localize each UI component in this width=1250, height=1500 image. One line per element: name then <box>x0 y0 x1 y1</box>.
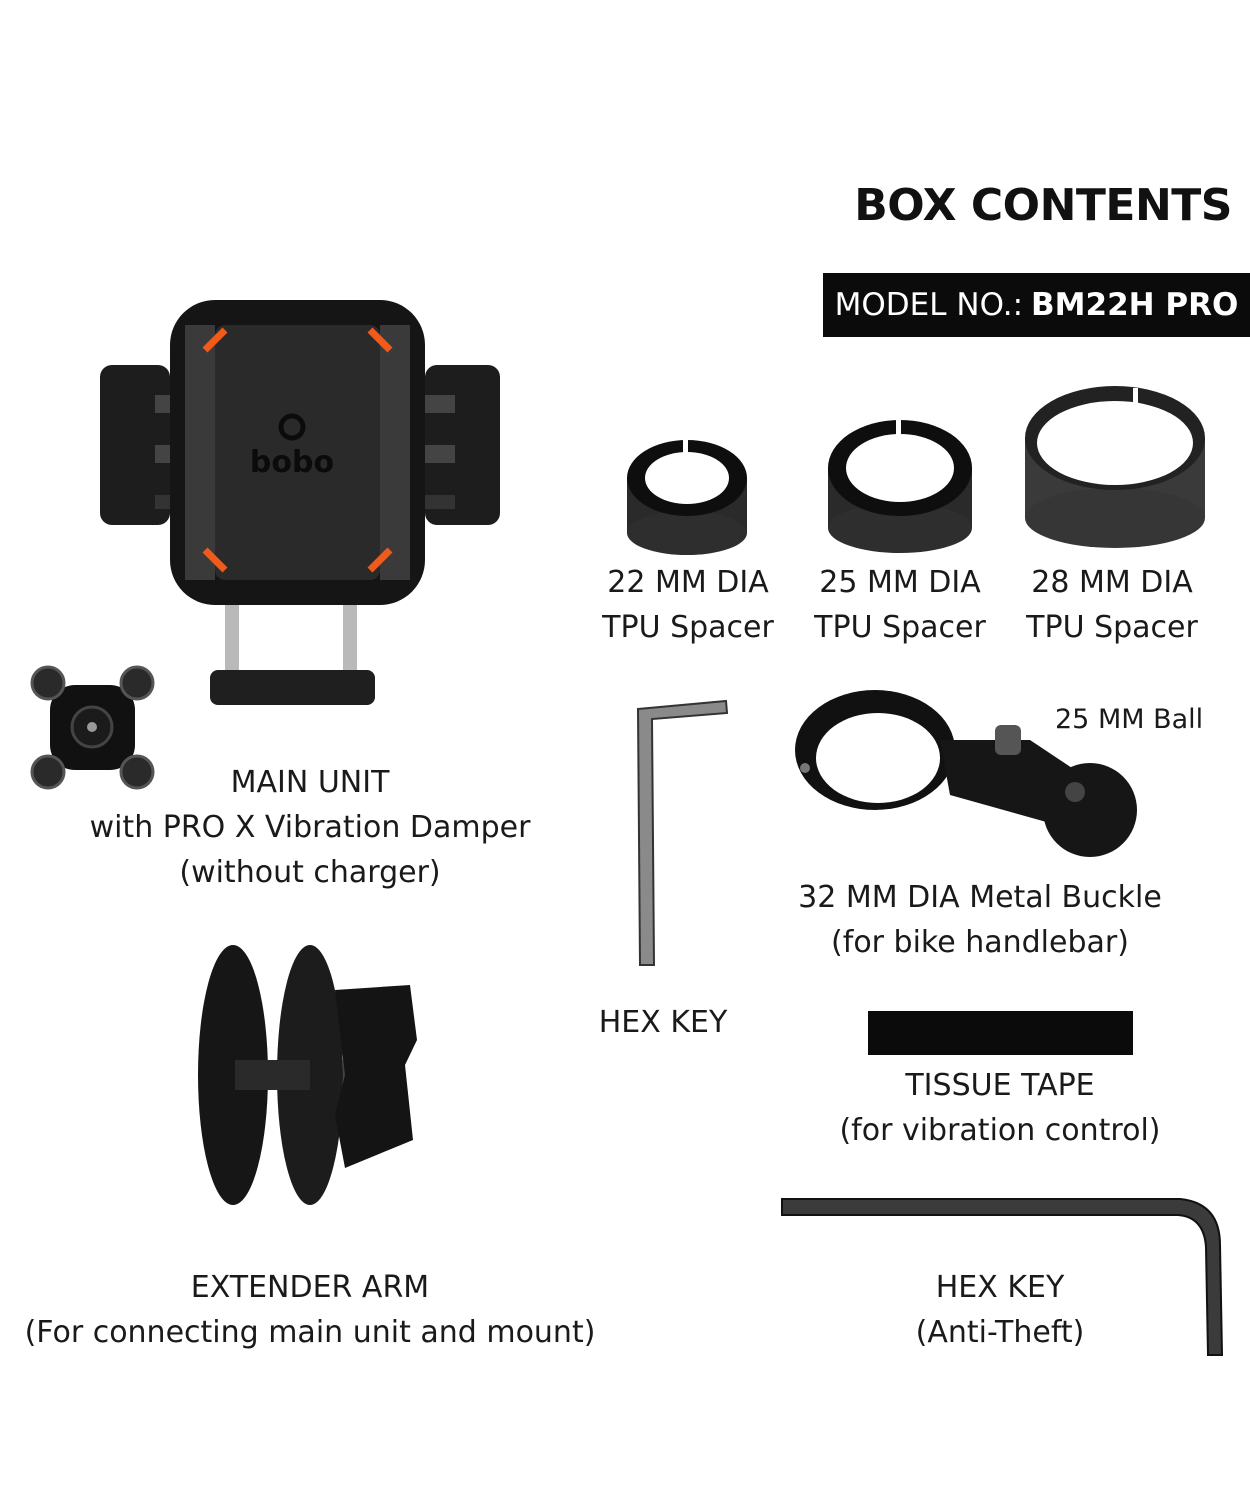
hex-key-small-image <box>636 699 729 966</box>
spacer-25-image <box>828 418 972 553</box>
model-value: BM22H PRO <box>1031 287 1239 323</box>
tissue-tape-line2: (for vibration control) <box>839 1113 1161 1148</box>
spacer-25-line1: 25 MM DIA <box>819 565 981 600</box>
extender-arm-image <box>198 945 417 1205</box>
main-unit-caption: MAIN UNIT with PRO X Vibration Damper (w… <box>80 760 540 895</box>
main-unit-line1: MAIN UNIT <box>230 765 390 800</box>
ball-label: 25 MM Ball <box>1055 704 1204 735</box>
spacer-22-line2: TPU Spacer <box>602 610 774 645</box>
metal-buckle-image <box>795 690 1137 857</box>
metal-buckle-size: 32 MM DIA <box>798 880 960 915</box>
extender-arm-line1: EXTENDER ARM <box>190 1270 430 1305</box>
main-unit-image: bobo <box>100 300 500 705</box>
metal-buckle-name: Metal Buckle <box>969 880 1162 915</box>
hex-key-antitheft-image <box>781 1198 1224 1356</box>
hex-key-antitheft-line2: (Anti-Theft) <box>915 1315 1085 1350</box>
spacer-28-caption: 28 MM DIA TPU Spacer <box>1012 560 1212 650</box>
metal-buckle-line1: 32 MM DIA Metal Buckle <box>780 875 1180 920</box>
hex-key-small-caption: HEX KEY <box>583 1000 743 1045</box>
hex-key-small-line1: HEX KEY <box>598 1005 728 1040</box>
metal-buckle-line2: (for bike handlebar) <box>831 925 1129 960</box>
spacer-28-image <box>1025 386 1205 548</box>
spacer-22-line1: 22 MM DIA <box>607 565 769 600</box>
main-unit-line2: with PRO X Vibration Damper <box>89 810 531 845</box>
tissue-tape-image <box>868 1011 1133 1055</box>
page-title: BOX CONTENTS <box>854 180 1232 231</box>
tissue-tape-line1: TISSUE TAPE <box>905 1068 1095 1103</box>
damper-plate-image <box>30 665 155 790</box>
spacer-28-line2: TPU Spacer <box>1026 610 1198 645</box>
extender-arm-line2: (For connecting main unit and mount) <box>24 1315 596 1350</box>
brand-logo: bobo <box>250 445 334 480</box>
spacer-22-caption: 22 MM DIA TPU Spacer <box>588 560 788 650</box>
model-label: MODEL NO.: <box>834 287 1024 323</box>
metal-buckle-caption: 32 MM DIA Metal Buckle (for bike handleb… <box>780 875 1180 965</box>
spacer-28-line1: 28 MM DIA <box>1031 565 1193 600</box>
spacer-25-caption: 25 MM DIA TPU Spacer <box>800 560 1000 650</box>
tissue-tape-caption: TISSUE TAPE (for vibration control) <box>800 1063 1200 1153</box>
main-unit-line3: (without charger) <box>179 855 441 890</box>
model-number-bar: MODEL NO.: BM22H PRO <box>823 273 1250 337</box>
spacer-25-line2: TPU Spacer <box>814 610 986 645</box>
hex-key-antitheft-caption: HEX KEY (Anti-Theft) <box>880 1265 1120 1355</box>
spacer-22-image <box>627 438 747 555</box>
hex-key-antitheft-line1: HEX KEY <box>935 1270 1065 1305</box>
extender-arm-caption: EXTENDER ARM (For connecting main unit a… <box>15 1265 605 1355</box>
